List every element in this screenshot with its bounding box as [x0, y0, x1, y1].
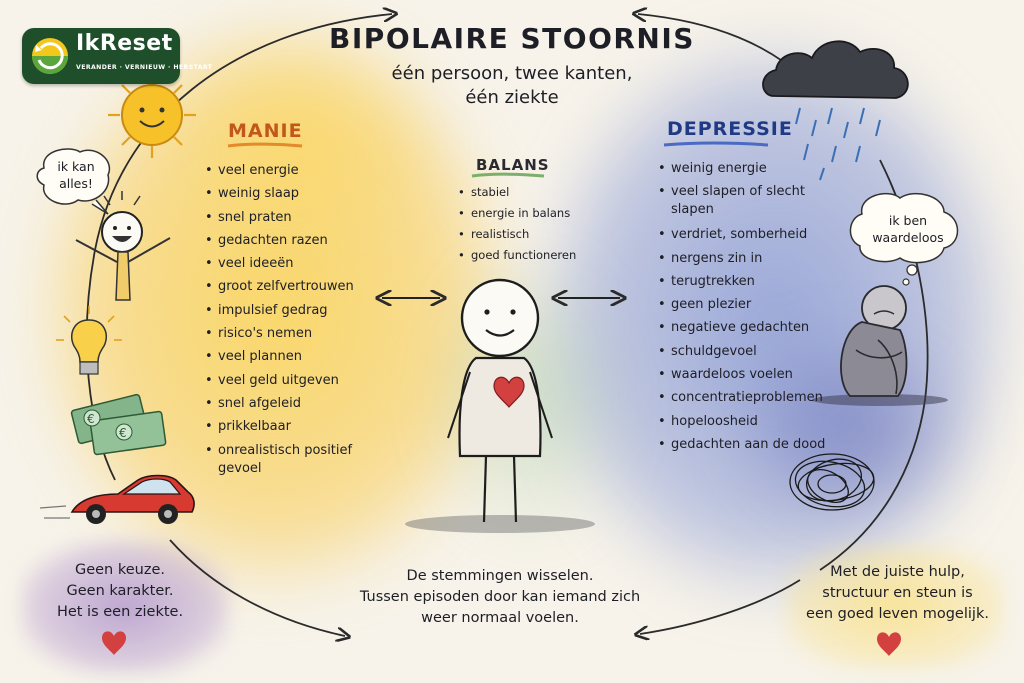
depression-item: veel slapen of slecht slapen [658, 183, 831, 226]
mania-item: onrealistisch positief gevoel [205, 442, 378, 482]
balance-heading: BALANS [476, 156, 550, 174]
left-note-wash [20, 540, 230, 675]
depression-item: weinig energie [658, 160, 831, 183]
left-note-heart-icon [102, 631, 126, 655]
mania-symptom-list: veel energie weinig slaap snel praten ge… [205, 162, 378, 482]
right-note-heart-icon [877, 632, 901, 656]
depression-symptom-list: weinig energie veel slapen of slecht sla… [658, 160, 831, 459]
depression-item: negatieve gedachten [658, 319, 831, 342]
logo-name: IkReset [76, 31, 173, 56]
note-line: een goed leven mogelijk. [806, 606, 989, 622]
sad-person-icon [812, 285, 948, 406]
logo-reset-icon [32, 38, 68, 74]
page-title: BIPOLAIRE STOORNIS [329, 22, 695, 55]
red-car-icon [39, 474, 195, 524]
mania-bubble-text: ik kan alles! [40, 158, 112, 192]
mania-item: gedachten razen [205, 232, 378, 255]
page-subtitle: één persoon, twee kanten, één ziekte [0, 62, 1024, 110]
happy-person-icon [75, 191, 171, 301]
depression-heading: DEPRESSIE [667, 118, 793, 140]
lightbulb-icon [56, 306, 122, 375]
mania-item: weinig slaap [205, 185, 378, 208]
note-line: structuur en steun is [822, 585, 973, 601]
cycle-arrow-bottom-left [169, 539, 345, 636]
cycle-arrow-top-left [85, 14, 392, 481]
mania-item: risico's nemen [205, 325, 378, 348]
bubble-line: alles! [59, 176, 93, 191]
cycle-arrow-bottom-right [640, 579, 801, 634]
mania-item: snel praten [205, 209, 378, 232]
mania-item: veel energie [205, 162, 378, 185]
mania-speech-bubble [36, 148, 111, 215]
bubble-line: waardeloos [872, 230, 944, 245]
sun-icon [108, 72, 196, 158]
balance-item: energie in balans [458, 205, 576, 226]
depression-item: nergens zin in [658, 250, 831, 273]
note-line: weer normaal voelen. [421, 610, 579, 626]
bubble-line: ik kan [57, 159, 95, 174]
depression-item: verdriet, somberheid [658, 226, 831, 249]
depression-item: hopeloosheid [658, 413, 831, 436]
note-line: De stemmingen wisselen. [406, 568, 594, 584]
mania-item: prikkelbaar [205, 418, 378, 441]
logo-tagline: VERANDER · VERNIEUW · HERSTART [76, 64, 213, 71]
money-icon: € € [70, 393, 167, 456]
right-note: Met de juiste hulp, structuur en steun i… [790, 562, 1005, 625]
depression-item: terugtrekken [658, 273, 831, 296]
balanced-person-icon [405, 278, 595, 533]
note-line: Geen karakter. [66, 583, 174, 599]
depression-item: geen plezier [658, 296, 831, 319]
note-line: Geen keuze. [74, 562, 165, 578]
svg-text:€: € [119, 426, 127, 440]
mania-item: veel geld uitgeven [205, 372, 378, 395]
mania-heading: MANIE [228, 120, 303, 142]
mania-item: veel plannen [205, 348, 378, 371]
depression-item: gedachten aan de dood [658, 436, 831, 459]
subtitle-line: één persoon, twee kanten, [391, 63, 633, 84]
left-note: Geen keuze. Geen karakter. Het is een zi… [30, 560, 210, 623]
depression-bubble-text: ik ben waardeloos [858, 212, 958, 246]
note-line: Met de juiste hulp, [830, 564, 965, 580]
rain-cloud-icon [762, 40, 909, 181]
balance-item: stabiel [458, 184, 576, 205]
depression-item: concentratieproblemen [658, 389, 831, 412]
balance-item: realistisch [458, 226, 576, 247]
balance-item: goed functioneren [458, 247, 576, 268]
depression-speech-bubble [849, 192, 959, 286]
svg-text:€: € [87, 412, 95, 426]
mania-item: veel ideeën [205, 255, 378, 278]
bubble-line: ik ben [888, 213, 928, 228]
subtitle-line: één ziekte [465, 87, 559, 108]
scribble-icon [789, 453, 875, 511]
note-line: Tussen episoden door kan iemand zich [359, 589, 641, 605]
mania-item: groot zelfvertrouwen [205, 278, 378, 301]
note-line: Het is een ziekte. [56, 604, 184, 620]
balance-trait-list: stabiel energie in balans realistisch go… [458, 184, 576, 268]
mania-item: impulsief gedrag [205, 302, 378, 325]
heart-icon [493, 376, 525, 408]
mania-item: snel afgeleid [205, 395, 378, 418]
depression-item: schuldgevoel [658, 343, 831, 366]
center-note: De stemmingen wisselen. Tussen episoden … [330, 566, 670, 629]
depression-item: waardeloos voelen [658, 366, 831, 389]
